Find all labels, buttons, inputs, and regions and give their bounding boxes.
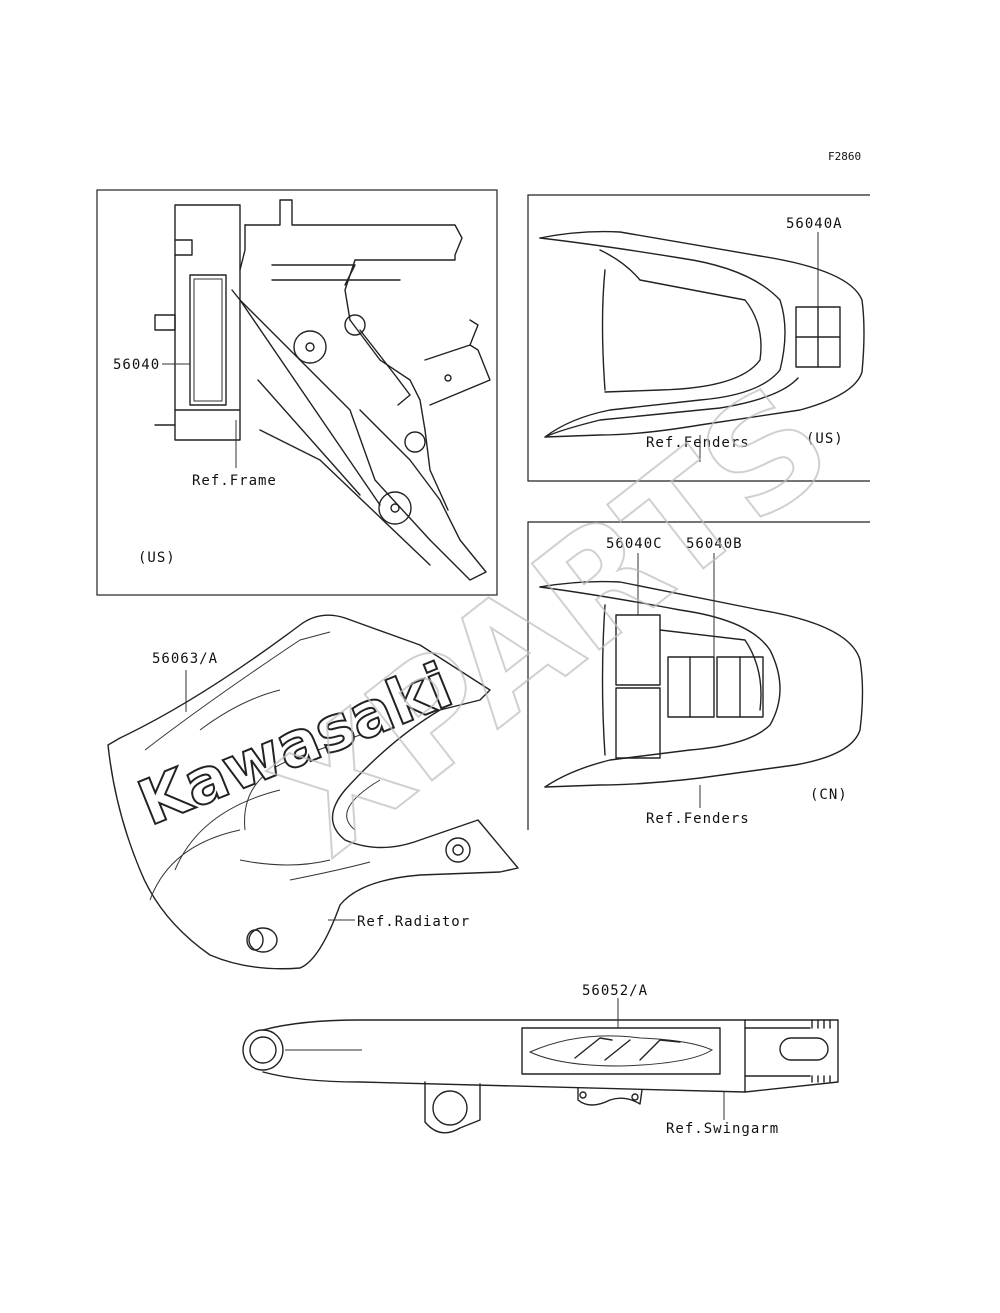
swingarm-decal-56052a[interactable] (521, 1027, 721, 1075)
fender-us-body (539, 230, 865, 438)
label-56040: 56040 (113, 357, 160, 373)
swingarm (242, 1019, 839, 1134)
label-ref-radiator: Ref.Radiator (357, 914, 470, 930)
fender-cn-body (539, 580, 864, 788)
label-56063a: 56063/A (152, 651, 218, 667)
fender-decal-56040a[interactable] (795, 306, 841, 368)
label-ref-swingarm: Ref.Swingarm (666, 1121, 779, 1137)
frame-panel: 56040 Ref.Frame (US) (96, 189, 498, 596)
label-56040c: 56040C (606, 536, 663, 552)
label-56052a: 56052/A (582, 983, 648, 999)
frame-panel-border (96, 189, 498, 596)
label-region-us-fender: (US) (806, 431, 844, 447)
frame-decal-56040[interactable] (189, 274, 227, 406)
fender-decal-56040b[interactable] (667, 656, 764, 718)
label-ref-fenders-cn: Ref.Fenders (646, 811, 750, 827)
label-ref-frame: Ref.Frame (192, 473, 277, 489)
frame-tube (154, 204, 241, 441)
label-region-cn: (CN) (810, 787, 848, 803)
label-ref-fenders-us: Ref.Fenders (646, 435, 750, 451)
label-56040a: 56040A (786, 216, 843, 232)
fender-cn-panel-border (527, 521, 870, 830)
label-56040b: 56040B (686, 536, 743, 552)
fender-us-panel-border (527, 194, 870, 482)
figure-code: F2860 (828, 150, 861, 163)
label-region-us-frame: (US) (138, 550, 176, 566)
fender-us-panel: 56040A Ref.Fenders (US) (527, 194, 870, 482)
fender-cn-panel: 56040C 56040B Ref.Fenders (CN) (527, 521, 870, 830)
frame-body (231, 199, 491, 581)
